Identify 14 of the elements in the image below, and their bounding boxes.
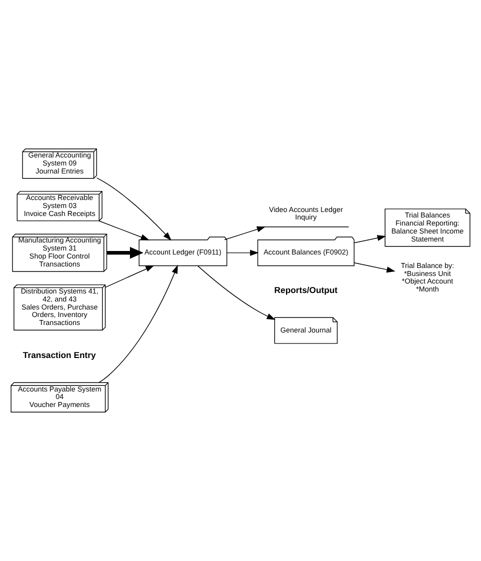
- node-text: Trial Balance by: *Business Unit *Object Account *Month: [400, 260, 454, 294]
- label: Transaction Entry: [22, 350, 96, 360]
- arrow: [105, 265, 154, 288]
- arrow: [224, 226, 266, 240]
- label: Reports/Output: [274, 285, 338, 296]
- arrow: [197, 266, 276, 320]
- arrow: [98, 264, 178, 383]
- node-text: Video Accounts Ledger Inquiry: [269, 204, 343, 222]
- arrow: [354, 262, 396, 273]
- arrow: [96, 178, 172, 241]
- arrow: [98, 220, 150, 240]
- arrow: [106, 246, 144, 259]
- arrow: [354, 235, 386, 244]
- arrow: [226, 250, 259, 256]
